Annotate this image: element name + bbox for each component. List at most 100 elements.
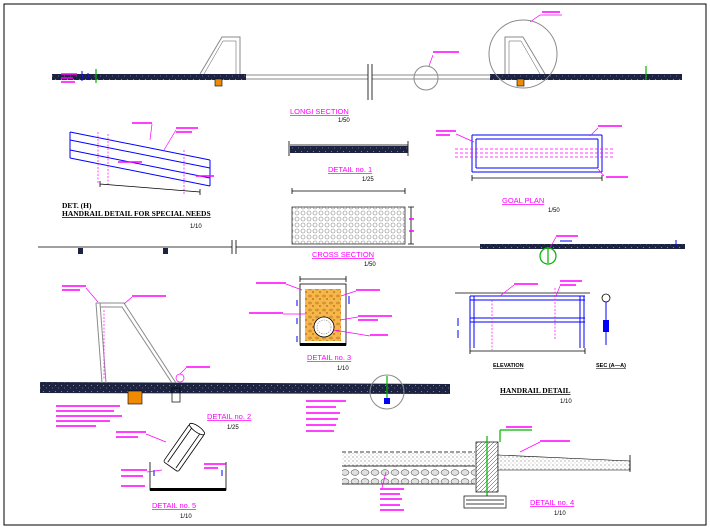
cross-dimension-ticks <box>409 218 414 232</box>
detail-2-callout-circle <box>369 374 405 410</box>
detail-4-annotations-top <box>506 426 570 442</box>
detail-4-footing <box>463 495 507 509</box>
detail-3-leaders <box>283 283 371 337</box>
ground-band-right <box>490 74 682 80</box>
handrail-dimension-line <box>99 181 201 195</box>
longi-section-scale: 1/50 <box>338 118 350 124</box>
detail-4-green-leader <box>499 429 532 442</box>
cross-post-left <box>78 248 83 254</box>
goal-plan-title: GOAL PLAN <box>502 196 544 205</box>
goal-center-dashed-lines <box>455 148 615 158</box>
elevation-bottom-dimension <box>469 348 586 354</box>
detail-2-callout-small <box>175 373 185 383</box>
cross-section-title: CROSS SECTION <box>312 250 374 259</box>
blue-marks-left <box>81 71 89 81</box>
detail-1-drawing <box>288 141 409 156</box>
annotation-leader-top <box>529 14 562 23</box>
detail-2-handrail <box>95 302 177 384</box>
detail-4-top-leader <box>519 441 541 453</box>
sheet-border <box>3 3 707 526</box>
handrail-annotation-leaders <box>149 123 177 151</box>
goal-footing-right <box>516 78 525 87</box>
cross-top-dimension <box>291 188 406 194</box>
detail-4-footing-lines <box>466 499 504 505</box>
callout-circle-small <box>413 65 439 91</box>
detail-3-pipe-perforation <box>316 319 332 335</box>
detail-3-top-dimension <box>299 276 347 282</box>
detail-2-blue-base <box>384 398 390 404</box>
detail-5-annotations-left <box>116 431 147 487</box>
goal-frame-sides <box>471 135 603 172</box>
detail-3-base <box>300 343 346 346</box>
detail-4-drawing <box>342 426 631 511</box>
handrail-special-title: HANDRAIL DETAIL FOR SPECIAL NEEDS <box>62 209 211 218</box>
detail-4-layer-lines <box>342 465 475 485</box>
cross-net-panel <box>291 206 406 245</box>
detail-1-scale: 1/25 <box>362 177 374 183</box>
detail-2-leaders <box>85 287 187 375</box>
annotation-leader-mid <box>428 54 434 67</box>
detail-2-annotations-bottom-right <box>306 400 346 432</box>
detail-4-annotations-bottom <box>380 488 404 511</box>
goal-post-right <box>504 36 546 75</box>
detail-4-sand-layer <box>342 453 475 466</box>
goal-annotation-leaders <box>455 127 605 177</box>
longi-section-title: LONGI SECTION <box>290 107 349 116</box>
detail-2-scale: 1/25 <box>227 425 239 431</box>
elevation-posts <box>469 296 585 348</box>
cross-post-mid <box>163 248 168 254</box>
goal-footing-left <box>214 78 223 87</box>
detail-5-scale: 1/10 <box>180 514 192 520</box>
cross-section-drawing <box>38 188 685 265</box>
detail-2-ground-band <box>40 382 450 394</box>
section-post-plate <box>603 320 609 332</box>
handrail-special-code: DET. (H) <box>62 201 92 210</box>
detail-5-leaders <box>145 433 167 473</box>
handrail-dimension-verticals <box>97 132 185 194</box>
goal-frame-bars <box>472 134 602 173</box>
detail-2-annotations-top <box>62 285 210 368</box>
goal-plan-scale: 1/50 <box>548 208 560 214</box>
cross-section-scale: 1/50 <box>364 262 376 268</box>
detail-2-drawing <box>40 285 450 432</box>
handrail-annotation-1 <box>132 122 198 133</box>
goal-dimension-line <box>471 175 603 181</box>
elevation-leaders <box>499 284 561 297</box>
detail-4-rock-layer <box>342 466 475 484</box>
detail-5-base <box>150 488 226 491</box>
elevation-rails <box>470 295 585 323</box>
handrail-annotation-2 <box>118 161 214 177</box>
elevation-label: ELEVATION <box>493 363 524 369</box>
handrail-special-needs-drawing <box>69 122 214 195</box>
goal-post-left <box>199 36 241 75</box>
detail-3-annotations-left <box>249 282 286 314</box>
elevation-annotations <box>514 280 582 286</box>
detail-3-scale: 1/10 <box>337 366 349 372</box>
detail-4-scale: 1/10 <box>554 511 566 517</box>
detail-2-post-base <box>171 387 181 403</box>
detail-2-annotations-bottom-left <box>56 405 122 427</box>
detail-4-annotation-leader <box>381 471 387 489</box>
ground-band-left <box>52 74 246 80</box>
elevation-dimension-verticals <box>491 288 556 350</box>
callout-circle-large <box>488 19 558 89</box>
cross-annotation-leader <box>549 236 557 249</box>
longi-section-drawing <box>52 11 682 100</box>
detail-1-title: DETAIL no. 1 <box>328 165 372 174</box>
goal-annotations <box>436 125 628 178</box>
cross-ground-band-right <box>480 244 685 249</box>
cross-right-dimension <box>408 206 414 245</box>
detail-4-title: DETAIL no. 4 <box>530 498 574 507</box>
goal-post-right-inner <box>508 40 541 75</box>
detail-2-title: DETAIL no. 2 <box>207 412 251 421</box>
center-break-lines <box>367 64 373 100</box>
ground-line-middle <box>246 74 492 80</box>
handrail-ends <box>69 132 211 186</box>
section-label: SEC (A—A) <box>596 363 626 369</box>
detail-3-title: DETAIL no. 3 <box>307 353 351 362</box>
handrail-section-drawing <box>601 293 611 345</box>
goal-plan-drawing <box>436 125 628 181</box>
handrail-elevation-drawing <box>455 280 590 354</box>
